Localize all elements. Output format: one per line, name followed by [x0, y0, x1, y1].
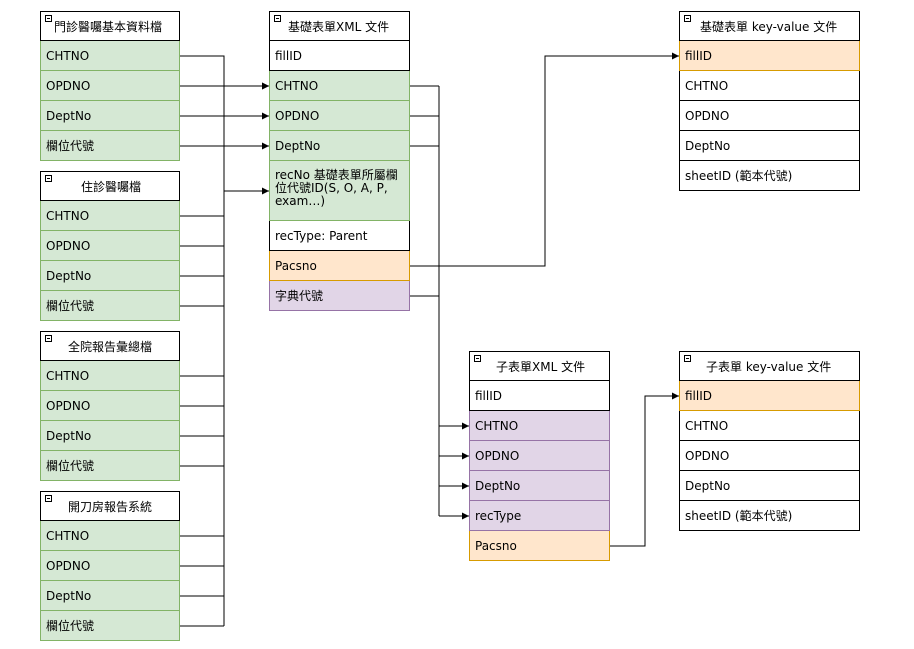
- ipd-table-title: 住診醫囑檔: [81, 180, 142, 194]
- collapse-icon[interactable]: [45, 495, 52, 502]
- child-xml-row-fillid[interactable]: fillID: [469, 381, 610, 411]
- connector-opd-chtno: [180, 55, 269, 90]
- ipd-row-deptno[interactable]: DeptNo: [40, 261, 180, 291]
- surgery-table-header[interactable]: 開刀房報告系統: [40, 491, 180, 521]
- base-xml-row-chtno[interactable]: CHTNO: [269, 71, 410, 101]
- surgery-row-field-code[interactable]: 欄位代號: [40, 611, 180, 641]
- base-xml-table-title: 基礎表單XML 文件: [288, 20, 390, 34]
- child-kv-row-chtno[interactable]: CHTNO: [679, 411, 860, 441]
- opd-row-deptno[interactable]: DeptNo: [40, 101, 180, 131]
- child-kv-row-sheetid[interactable]: sheetID (範本代號): [679, 501, 860, 531]
- child-xml-row-opdno[interactable]: OPDNO: [469, 441, 610, 471]
- child-xml-table-title: 子表單XML 文件: [496, 360, 586, 374]
- child-xml-row-pacsno[interactable]: Pacsno: [469, 531, 610, 561]
- ipd-row-field-code[interactable]: 欄位代號: [40, 291, 180, 321]
- base-kv-row-sheetid[interactable]: sheetID (範本代號): [679, 161, 860, 191]
- opd-row-chtno[interactable]: CHTNO: [40, 41, 180, 71]
- collapse-icon[interactable]: [45, 15, 52, 22]
- report-row-chtno[interactable]: CHTNO: [40, 361, 180, 391]
- base-kv-row-fillid[interactable]: fillID: [679, 41, 860, 71]
- base-xml-table-header[interactable]: 基礎表單XML 文件: [269, 11, 410, 41]
- collapse-icon[interactable]: [274, 15, 281, 22]
- child-xml-table-header[interactable]: 子表單XML 文件: [469, 351, 610, 381]
- connector-surgery-rows: [180, 535, 224, 627]
- connector-report-rows: [180, 375, 224, 467]
- opd-row-opdno[interactable]: OPDNO: [40, 71, 180, 101]
- base-kv-row-deptno[interactable]: DeptNo: [679, 131, 860, 161]
- connector-base-bus: [410, 85, 440, 516]
- child-xml-row-deptno[interactable]: DeptNo: [469, 471, 610, 501]
- child-kv-row-deptno[interactable]: DeptNo: [679, 471, 860, 501]
- base-xml-row-pacsno[interactable]: Pacsno: [269, 251, 410, 281]
- base-xml-row-opdno[interactable]: OPDNO: [269, 101, 410, 131]
- child-xml-row-chtno[interactable]: CHTNO: [469, 411, 610, 441]
- base-xml-row-deptno[interactable]: DeptNo: [269, 131, 410, 161]
- report-row-opdno[interactable]: OPDNO: [40, 391, 180, 421]
- connector-ipd-rows: [180, 215, 224, 307]
- base-kv-row-opdno[interactable]: OPDNO: [679, 101, 860, 131]
- collapse-icon[interactable]: [45, 175, 52, 182]
- base-xml-row-fillid[interactable]: fillID: [269, 41, 410, 71]
- report-row-deptno[interactable]: DeptNo: [40, 421, 180, 451]
- base-xml-row-rectype[interactable]: recType: Parent: [269, 221, 410, 251]
- opd-table-header[interactable]: 門診醫囑基本資料檔: [40, 11, 180, 41]
- ipd-row-opdno[interactable]: OPDNO: [40, 231, 180, 261]
- collapse-icon[interactable]: [45, 335, 52, 342]
- surgery-row-opdno[interactable]: OPDNO: [40, 551, 180, 581]
- base-kv-table-title: 基礎表單 key-value 文件: [700, 20, 838, 34]
- surgery-table-title: 開刀房報告系統: [68, 500, 153, 514]
- base-xml-row-dictionary-code[interactable]: 字典代號: [269, 281, 410, 311]
- ipd-table-header[interactable]: 住診醫囑檔: [40, 171, 180, 201]
- opd-row-field-code[interactable]: 欄位代號: [40, 131, 180, 161]
- base-kv-row-chtno[interactable]: CHTNO: [679, 71, 860, 101]
- opd-table-title: 門診醫囑基本資料檔: [54, 20, 163, 34]
- child-kv-row-opdno[interactable]: OPDNO: [679, 441, 860, 471]
- report-row-field-code[interactable]: 欄位代號: [40, 451, 180, 481]
- child-kv-row-fillid[interactable]: fillID: [679, 381, 860, 411]
- base-kv-table-header[interactable]: 基礎表單 key-value 文件: [679, 11, 860, 41]
- surgery-row-deptno[interactable]: DeptNo: [40, 581, 180, 611]
- child-xml-row-rectype[interactable]: recType: [469, 501, 610, 531]
- report-table-title: 全院報告彙總檔: [68, 340, 153, 354]
- ipd-row-chtno[interactable]: CHTNO: [40, 201, 180, 231]
- child-kv-table-header[interactable]: 子表單 key-value 文件: [679, 351, 860, 381]
- collapse-icon[interactable]: [474, 355, 481, 362]
- base-xml-row-recno[interactable]: recNo 基礎表單所屬欄位代號ID(S, O, A, P, exam…): [269, 161, 410, 221]
- connector-pacsno-fillid: [410, 52, 679, 267]
- surgery-row-chtno[interactable]: CHTNO: [40, 521, 180, 551]
- collapse-icon[interactable]: [684, 15, 691, 22]
- collapse-icon[interactable]: [684, 355, 691, 362]
- report-table-header[interactable]: 全院報告彙總檔: [40, 331, 180, 361]
- child-kv-table-title: 子表單 key-value 文件: [706, 360, 832, 374]
- connector-child-pacsno-fillid: [610, 392, 679, 547]
